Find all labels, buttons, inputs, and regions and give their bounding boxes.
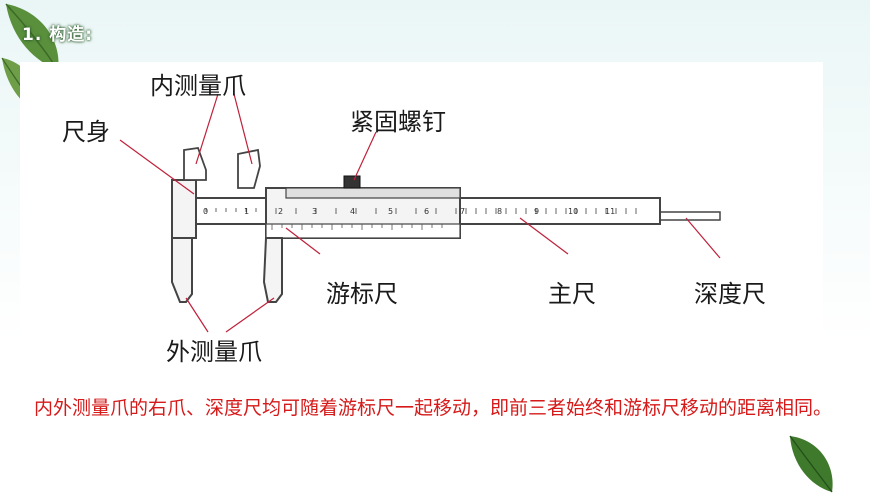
tick-label: 6 <box>424 207 430 216</box>
fixed-head-shape <box>171 179 197 239</box>
tick-label: 3 <box>312 207 318 216</box>
tick-label: 10 <box>568 207 579 216</box>
moving-outer-jaw-shape <box>262 237 283 303</box>
tick-label: 1 <box>244 207 250 216</box>
slide-title: 1. 构造: <box>22 25 94 45</box>
fixed-inner-jaw-shape <box>183 147 207 181</box>
label-outer-jaw: 外测量爪 <box>166 338 262 366</box>
leaf-decoration-bottom-right <box>789 435 833 493</box>
explanation-text: 内外测量爪的右爪、深度尺均可随着游标尺一起移动，即前三者始终和游标尺移动的距离相… <box>34 397 833 419</box>
label-lock-screw: 紧固螺钉 <box>350 108 446 136</box>
tick-label: 4 <box>350 207 356 216</box>
label-depth-rod: 深度尺 <box>694 280 766 308</box>
fixed-outer-jaw-shape <box>171 237 193 303</box>
vernier-caliper-diagram: 0 1 2 3 4 5 6 7 8 9 10 11 内测量爪 尺身 紧固螺钉 游… <box>20 62 823 366</box>
caliper-drawing <box>119 93 721 333</box>
label-inner-jaw: 内测量爪 <box>150 72 246 100</box>
tick-label: 5 <box>388 207 394 216</box>
main-scale-ticks <box>205 208 637 214</box>
leader-lines <box>119 93 721 333</box>
tick-label: 0 <box>203 207 209 216</box>
moving-inner-jaw-shape <box>237 148 261 189</box>
label-vernier: 游标尺 <box>326 280 398 308</box>
label-ruler-body: 尺身 <box>62 118 110 146</box>
tick-label: 7 <box>460 207 466 216</box>
tick-label: 11 <box>605 207 616 216</box>
tick-label: 9 <box>534 207 540 216</box>
label-main-scale: 主尺 <box>548 280 596 308</box>
vernier-scale-ticks <box>271 224 443 230</box>
lock-screw-shape <box>343 175 361 189</box>
tick-label: 8 <box>497 207 503 216</box>
tick-label: 2 <box>278 207 284 216</box>
